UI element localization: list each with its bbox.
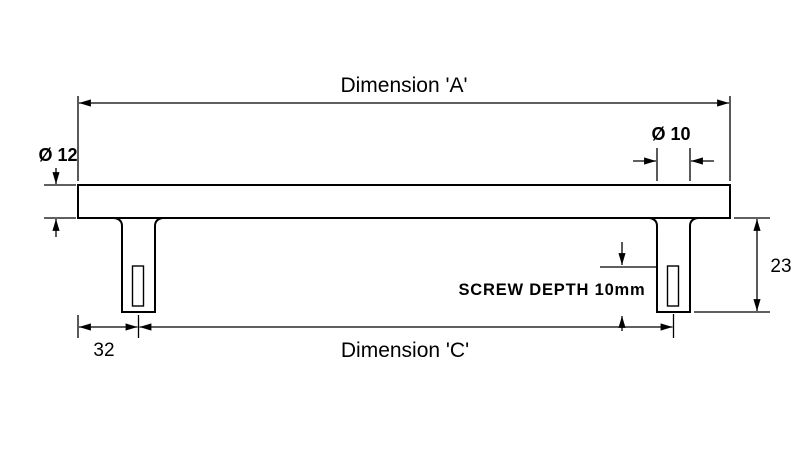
handle-bar <box>77 184 731 219</box>
screw-depth-label: SCREW DEPTH 10mm <box>458 281 645 299</box>
dimension-c-label: Dimension 'C' <box>341 339 469 362</box>
screw-depth-annotation: SCREW DEPTH 10mm <box>458 242 656 331</box>
end-offset-label: 32 <box>93 340 114 361</box>
dia-12-label: Ø 12 <box>38 145 77 165</box>
right-post <box>648 217 699 313</box>
handle-outline <box>77 184 731 313</box>
post-height-annotation: 23 <box>694 217 792 313</box>
dimension-a-annotation: Dimension 'A' <box>77 74 731 181</box>
left-screw-hole <box>131 265 145 307</box>
post-height-label: 23 <box>770 256 791 277</box>
right-screw-hole <box>666 265 680 307</box>
dimension-a-label: Dimension 'A' <box>340 74 467 97</box>
dia-10-annotation: Ø 10 <box>633 124 714 181</box>
left-post <box>113 217 164 313</box>
dia-10-label: Ø 10 <box>651 124 690 144</box>
dia-12-annotation: Ø 12 <box>38 145 78 237</box>
bottom-dimensions: 32 Dimension 'C' <box>77 314 675 362</box>
